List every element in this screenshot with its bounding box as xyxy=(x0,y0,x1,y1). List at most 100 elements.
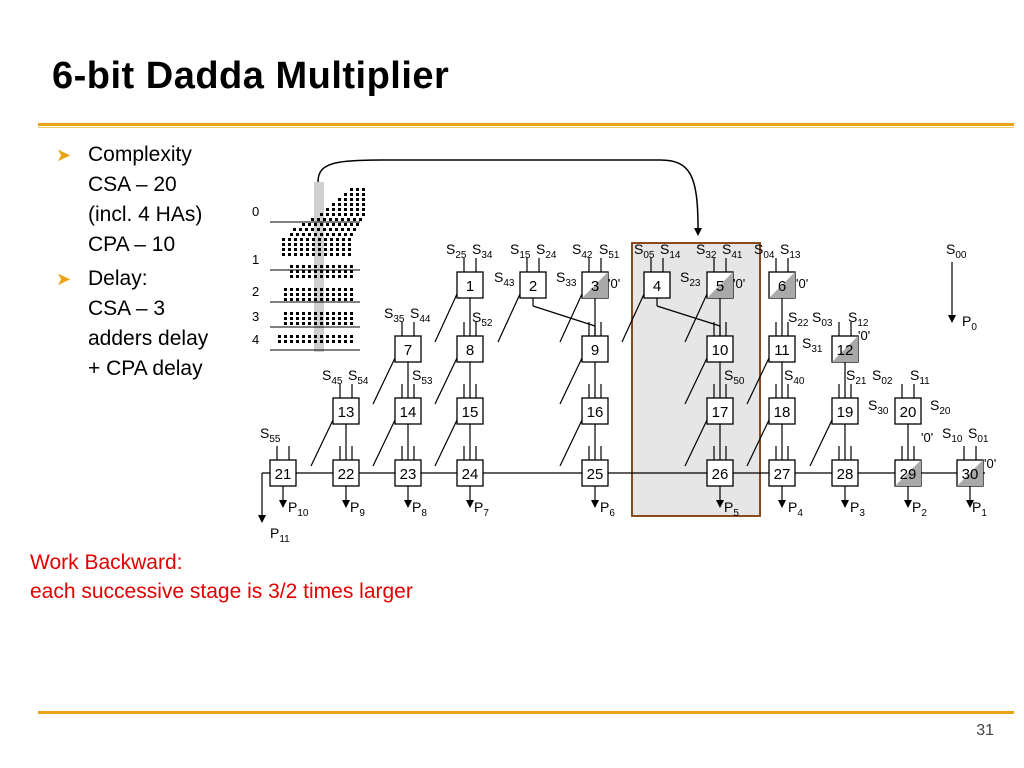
signal-label: S13 xyxy=(780,241,801,261)
dot-mark xyxy=(294,238,297,241)
dot-mark xyxy=(299,228,302,231)
output-label: P5 xyxy=(724,499,739,519)
wire xyxy=(372,357,396,405)
dot-mark xyxy=(300,243,303,246)
wire xyxy=(310,419,334,467)
dot-mark xyxy=(344,298,347,301)
adder-box xyxy=(581,397,609,425)
adder-cell: 9 xyxy=(581,335,609,363)
stage-label: 3 xyxy=(252,309,259,324)
adder-box xyxy=(581,459,609,487)
adder-box xyxy=(394,335,422,363)
dot-mark xyxy=(344,208,347,211)
dot-mark xyxy=(336,243,339,246)
output-arrow-icon xyxy=(716,500,724,508)
dot-mark xyxy=(350,298,353,301)
adder-cell: 4 xyxy=(643,271,671,299)
dot-mark xyxy=(314,288,317,291)
signal-label: S50 xyxy=(724,367,745,387)
dot-mark xyxy=(332,203,335,206)
signal-label: S22 xyxy=(788,309,809,329)
dot-mark xyxy=(348,238,351,241)
adder-label: 29 xyxy=(900,466,917,483)
dot-mark xyxy=(332,293,335,296)
dot-mark xyxy=(290,335,293,338)
dot-mark xyxy=(359,218,362,221)
dot-mark xyxy=(347,218,350,221)
output-arrow-icon xyxy=(279,500,287,508)
output-label: P2 xyxy=(912,499,927,519)
adder-label: 10 xyxy=(712,342,729,359)
dot-mark xyxy=(320,213,323,216)
title-divider xyxy=(38,123,1014,126)
signal-label: S44 xyxy=(410,305,431,325)
output-arrow-icon xyxy=(966,500,974,508)
signal-label: S43 xyxy=(494,269,515,289)
dot-mark xyxy=(312,243,315,246)
dot-mark xyxy=(320,223,323,226)
adder-box xyxy=(332,459,360,487)
zero-input-label: '0' xyxy=(608,276,620,291)
dot-mark xyxy=(288,238,291,241)
dot-mark xyxy=(344,275,347,278)
half-adder-shade xyxy=(895,460,921,486)
dot-mark xyxy=(312,248,315,251)
adder-box xyxy=(269,459,297,487)
dot-mark xyxy=(308,317,311,320)
dot-mark xyxy=(332,270,335,273)
dot-mark xyxy=(296,270,299,273)
signal-label: S10 xyxy=(942,425,963,445)
dot-highlight-column xyxy=(314,182,324,352)
adder-label: 4 xyxy=(653,278,661,295)
dot-mark xyxy=(348,248,351,251)
dot-mark xyxy=(324,238,327,241)
dot-mark xyxy=(302,233,305,236)
dot-mark xyxy=(308,288,311,291)
dot-mark xyxy=(314,340,317,343)
dot-mark xyxy=(338,312,341,315)
output-label: P8 xyxy=(412,499,427,519)
dot-mark xyxy=(284,335,287,338)
dot-mark xyxy=(338,317,341,320)
adder-label: 6 xyxy=(778,278,786,295)
adder-cell: 18 xyxy=(768,397,796,425)
dot-mark xyxy=(308,275,311,278)
dot-mark xyxy=(282,243,285,246)
dot-mark xyxy=(350,233,353,236)
adder-label: 15 xyxy=(462,404,479,421)
adder-label: 30 xyxy=(962,466,979,483)
dot-mark xyxy=(290,275,293,278)
signal-label: S11 xyxy=(910,367,930,387)
dot-mark xyxy=(344,270,347,273)
dot-mark xyxy=(294,243,297,246)
dot-mark xyxy=(306,248,309,251)
adder-label: 27 xyxy=(774,466,791,483)
dot-mark xyxy=(312,253,315,256)
dot-mark xyxy=(335,218,338,221)
signal-label: S41 xyxy=(722,241,743,261)
output-arrow-icon xyxy=(466,500,474,508)
bullet-line: CSA – 3 xyxy=(88,297,166,320)
stage-label: 1 xyxy=(252,252,259,267)
adder-label: 9 xyxy=(591,342,599,359)
signal-label: S03 xyxy=(812,309,833,329)
dot-mark xyxy=(362,213,365,216)
note-line: Work Backward: xyxy=(30,551,183,574)
dot-mark xyxy=(330,238,333,241)
bullet-complexity: ➤ Complexity CSA – 20 (incl. 4 HAs) CPA … xyxy=(56,140,256,260)
dot-mark xyxy=(317,218,320,221)
wire xyxy=(746,419,770,467)
dot-mark xyxy=(320,288,323,291)
dot-mark xyxy=(290,265,293,268)
dot-mark xyxy=(356,213,359,216)
dot-mark xyxy=(302,317,305,320)
adder-cell: 1 xyxy=(456,271,484,299)
dot-mark xyxy=(314,335,317,338)
adder-cell: 25 xyxy=(581,459,609,487)
wire xyxy=(559,357,583,405)
dot-mark xyxy=(326,270,329,273)
adder-label: 12 xyxy=(837,342,854,359)
dot-mark xyxy=(350,275,353,278)
dot-mark xyxy=(344,223,347,226)
